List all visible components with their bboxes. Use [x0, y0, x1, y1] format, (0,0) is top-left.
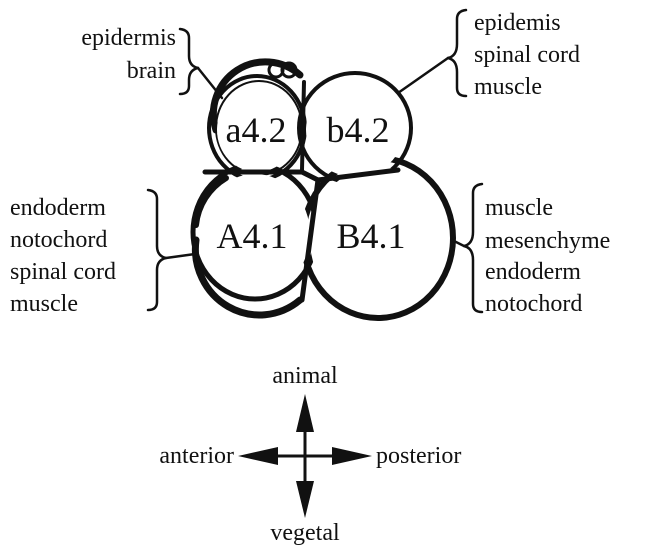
cell-label-a42: a4.2: [226, 110, 287, 150]
fate-B41-3: notochord: [485, 291, 582, 317]
cell-label-B41: B4.1: [336, 216, 405, 256]
arrow-left-icon: [238, 447, 278, 465]
fate-A41-0: endoderm: [10, 195, 106, 221]
fate-B41-1: mesenchyme: [485, 228, 610, 254]
fate-b42-1: spinal cord: [474, 42, 580, 68]
fate-B41-2: endoderm: [485, 259, 581, 285]
fate-list-A41: endoderm notochord spinal cord muscle: [10, 195, 116, 317]
fate-b42-0: epidemis: [474, 10, 561, 36]
arrow-up-icon: [296, 394, 314, 432]
arrow-right-icon: [332, 447, 372, 465]
fate-a42-0: epidermis: [81, 25, 176, 51]
fate-A41-1: notochord: [10, 227, 107, 253]
orientation-compass: [238, 394, 372, 518]
fate-A41-3: muscle: [10, 291, 78, 317]
fate-B41-0: muscle: [485, 195, 553, 221]
fate-list-a42: epidermis brain: [81, 25, 176, 84]
axis-label-vegetal: vegetal: [270, 520, 340, 546]
fate-a42-1: brain: [127, 58, 176, 84]
cell-label-A41: A4.1: [217, 216, 288, 256]
arrow-down-icon: [296, 481, 314, 518]
axis-label-animal: animal: [272, 363, 338, 389]
axis-label-anterior: anterior: [159, 443, 234, 469]
cell-label-b42: b4.2: [327, 110, 390, 150]
fate-b42-2: muscle: [474, 74, 542, 100]
fate-A41-2: spinal cord: [10, 259, 116, 285]
axis-label-posterior: posterior: [376, 443, 461, 469]
fate-list-b42: epidemis spinal cord muscle: [474, 10, 580, 100]
fate-list-B41: muscle mesenchyme endoderm notochord: [485, 195, 610, 317]
